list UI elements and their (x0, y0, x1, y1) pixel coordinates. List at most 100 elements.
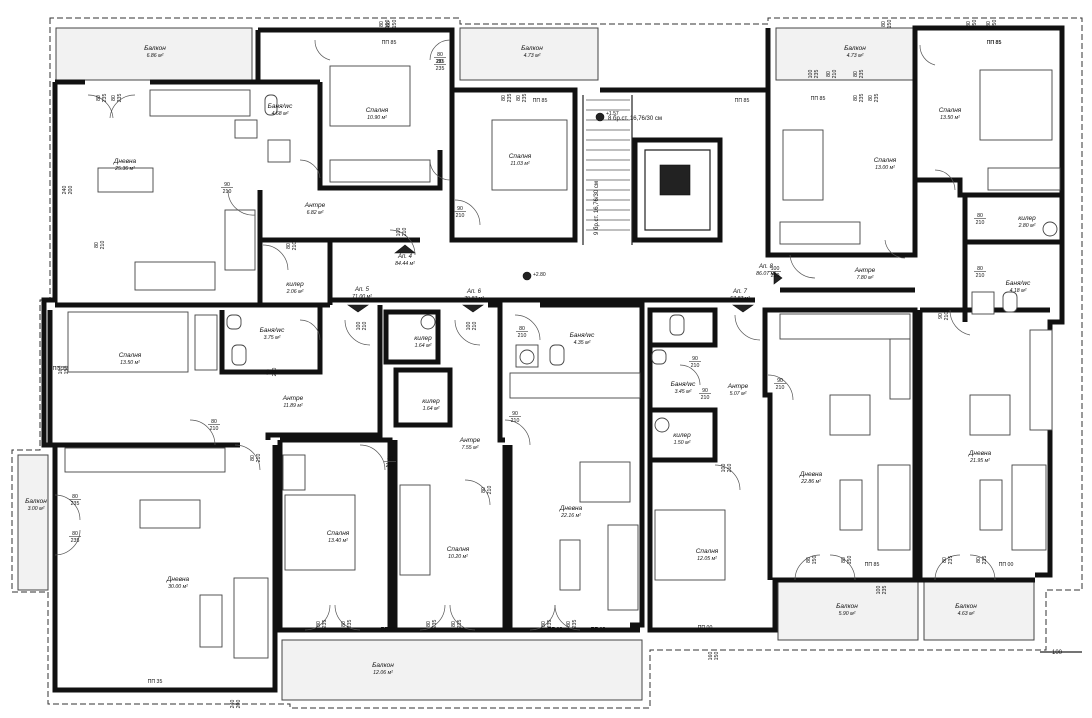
wardrobe-icon (329, 159, 431, 183)
svg-text:235: 235 (71, 538, 80, 544)
balcony-top-center (459, 27, 599, 81)
svg-text:200: 200 (236, 700, 242, 709)
svg-text:150: 150 (847, 556, 853, 565)
svg-text:80: 80 (250, 455, 256, 461)
entrance-arrow-icon (732, 304, 754, 313)
svg-text:235: 235 (874, 94, 880, 103)
room-name: Антре (304, 202, 326, 209)
svg-text:100: 100 (721, 464, 727, 473)
room-name: Спалня (119, 352, 142, 359)
room-area: 3.45 м² (675, 389, 692, 395)
svg-text:80: 80 (451, 621, 457, 627)
svg-text:80: 80 (976, 557, 982, 563)
svg-text:100: 100 (356, 322, 362, 331)
balcony-bottom (281, 639, 643, 701)
door-dimension: 90 (512, 411, 518, 417)
svg-text:210: 210 (256, 454, 262, 463)
kitchen-icon (64, 447, 226, 473)
bed-icon (782, 129, 824, 201)
sink-icon (226, 314, 242, 330)
window-mark: ПП 85 (811, 96, 826, 102)
svg-text:150: 150 (812, 556, 818, 565)
svg-text:80: 80 (341, 621, 347, 627)
svg-text:80: 80 (96, 95, 102, 101)
kitchen-icon (779, 313, 911, 340)
svg-text:80: 80 (379, 21, 385, 27)
room-area: 11.03 м² (510, 161, 530, 167)
entrance-arrow-icon (462, 304, 484, 313)
window-mark: ПП 85 (865, 562, 880, 568)
svg-text:210: 210 (727, 464, 733, 473)
window-mark: ПП 85 (987, 40, 1002, 46)
svg-text:235: 235 (322, 620, 328, 629)
kitchen-icon (889, 338, 911, 400)
room-area: 6.82 м² (307, 210, 324, 216)
svg-text:235: 235 (547, 620, 553, 629)
room-name: Антре (854, 267, 876, 274)
svg-text:235: 235 (859, 70, 865, 79)
svg-text:235: 235 (572, 620, 578, 629)
door-dimension: 80 (519, 326, 525, 332)
room-name: Антре (282, 395, 304, 402)
room-name: Спалня (509, 153, 532, 160)
svg-text:80: 80 (481, 487, 487, 493)
window-mark: ПП 35 (148, 679, 163, 685)
scale-label: 100 (1052, 650, 1063, 656)
room-area: 7.55 м² (462, 445, 479, 451)
room-area: 22.86 м² (800, 479, 821, 485)
sofa-icon (607, 524, 639, 611)
window-mark: ПП 00 (698, 625, 713, 631)
svg-text:210: 210 (976, 273, 985, 279)
svg-text:235: 235 (507, 94, 513, 103)
room-area: 25.36 м² (114, 166, 135, 172)
svg-text:235: 235 (102, 94, 108, 103)
room-name: Балкон (144, 45, 166, 52)
room-area: 4.63 м² (958, 611, 975, 617)
bed-icon (67, 311, 189, 373)
svg-text:150: 150 (385, 20, 391, 29)
room-area: 13.40 м² (328, 538, 348, 544)
apartment-area: 71.00 м² (352, 294, 372, 300)
window-mark: ПП 85 (382, 40, 397, 46)
svg-text:210: 210 (362, 322, 368, 331)
svg-text:90: 90 (266, 369, 272, 375)
room-area: 4.73 м² (847, 53, 864, 59)
svg-text:210: 210 (472, 322, 478, 331)
dining-table-icon (139, 499, 201, 529)
room-name: Баня/wc (570, 332, 595, 339)
svg-text:210: 210 (691, 363, 700, 369)
entrance-arrow-icon (773, 271, 783, 285)
balcony-top-right (775, 27, 917, 81)
room-name: Дневна (166, 576, 190, 583)
svg-text:235: 235 (436, 66, 445, 72)
svg-text:100: 100 (396, 228, 402, 237)
room-name: килер (422, 398, 440, 405)
room-name: килер (414, 335, 432, 342)
stairs (586, 99, 630, 231)
kitchen-icon (1029, 329, 1053, 431)
room-name: Спалня (447, 546, 470, 553)
door-dimension: 90 (777, 378, 783, 384)
sofa-icon (224, 209, 256, 271)
sink-icon (234, 119, 258, 139)
wheelchair-icon (659, 164, 691, 196)
svg-text:80: 80 (868, 95, 874, 101)
toilet-icon (549, 344, 565, 366)
svg-text:235: 235 (814, 70, 820, 79)
svg-text:210: 210 (386, 463, 395, 469)
svg-text:240: 240 (230, 700, 236, 709)
svg-text:100: 100 (808, 70, 814, 79)
svg-text:80: 80 (94, 242, 100, 248)
kitchen-icon (149, 89, 251, 117)
